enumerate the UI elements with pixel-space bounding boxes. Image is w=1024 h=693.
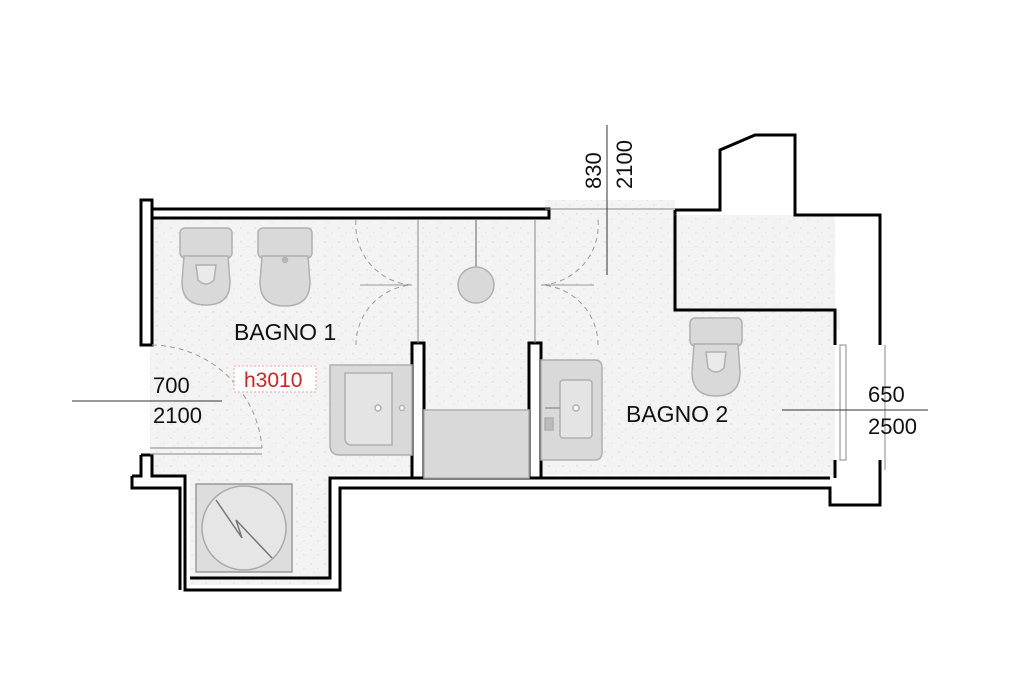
room-label-bagno-2: BAGNO 2	[626, 401, 728, 427]
door-swing-shower-a	[355, 219, 413, 286]
dimension-lines	[72, 125, 928, 411]
window	[839, 344, 847, 461]
dim-door-top-height: 2100	[612, 140, 637, 189]
wall-left-lower	[141, 453, 193, 592]
wall-left-upper	[139, 198, 154, 347]
door-swing-shower-d	[540, 284, 599, 346]
height-tag: h3010	[233, 365, 317, 393]
wall-right	[675, 133, 882, 345]
partition-2	[527, 341, 543, 480]
bidet-icon	[179, 227, 233, 306]
dim-window-height: 2500	[868, 414, 917, 439]
shower-head-icon	[457, 220, 495, 304]
height-tag-text: h3010	[244, 369, 302, 392]
door-swing-shower-c	[355, 284, 413, 346]
door-swing-shower-b	[540, 219, 599, 286]
sink-icon	[329, 364, 413, 456]
room-label-bagno-1: BAGNO 1	[234, 319, 336, 345]
toilet-icon	[257, 227, 313, 307]
shaft-icon	[195, 483, 293, 573]
dim-door-left-width: 700	[153, 373, 190, 398]
door-swing-left	[151, 344, 263, 449]
dim-door-top-width: 830	[581, 152, 606, 189]
shower-tray	[423, 409, 530, 479]
fixtures	[179, 220, 743, 573]
dim-door-left-height: 2100	[153, 403, 202, 428]
partition-1	[410, 341, 426, 480]
walls	[130, 133, 882, 592]
thin-lines	[150, 208, 886, 470]
dim-window-width: 650	[868, 382, 905, 407]
toilet-icon	[689, 317, 743, 397]
sink-icon	[540, 359, 603, 461]
wall-top	[150, 207, 551, 220]
